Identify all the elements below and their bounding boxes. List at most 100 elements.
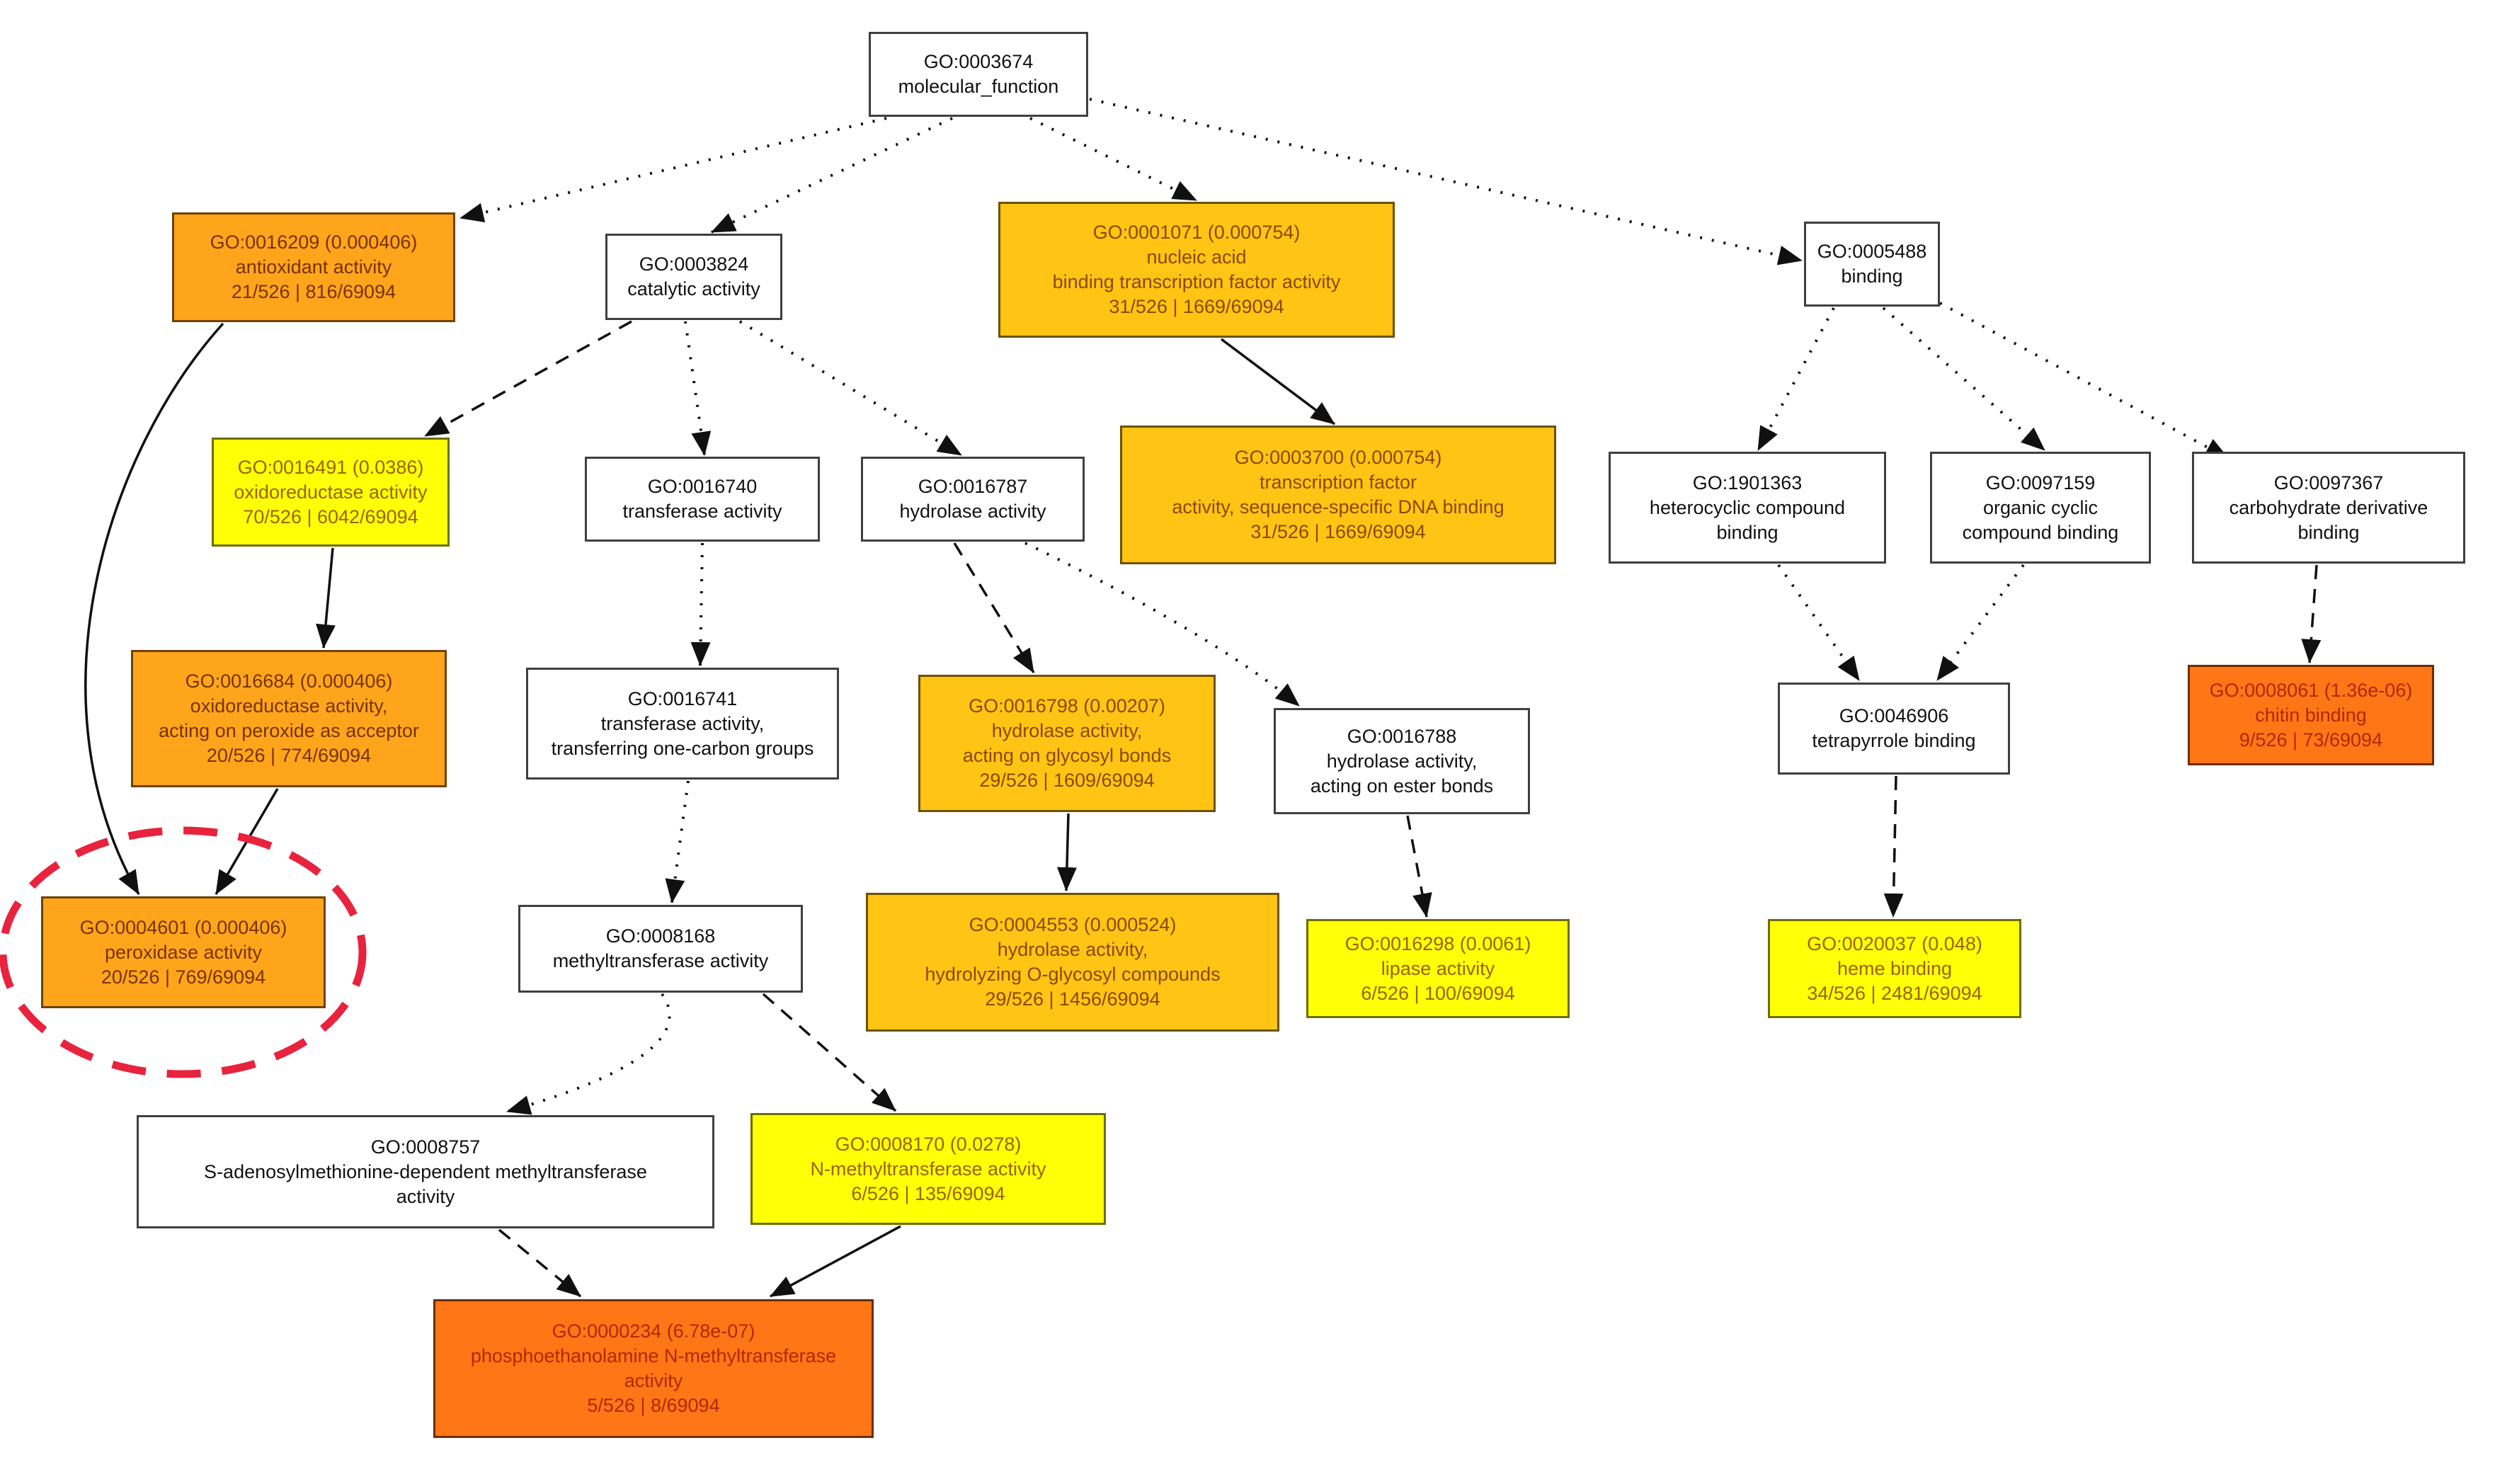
go-term-line: transferase activity [622, 501, 782, 522]
go-term-line: acting on ester bonds [1310, 775, 1494, 797]
go-term-line: GO:0003824 [639, 253, 749, 275]
go-term-line: phosphoethanolamine N-methyltransferase [470, 1345, 837, 1366]
go-term-line: hydrolyzing O-glycosyl compounds [925, 964, 1221, 985]
go-term-line: GO:0097159 [1985, 472, 2096, 493]
go-term-line: GO:0016787 [918, 476, 1028, 497]
go-term-line: peroxidase activity [104, 941, 263, 963]
go-term-line: 9/526 | 73/69094 [2239, 729, 2383, 750]
go-term-line: 5/526 | 8/69094 [587, 1395, 720, 1416]
go-term-line: 20/526 | 769/69094 [101, 966, 266, 988]
go-term-node-go-0008061: GO:0008061 (1.36e-06) chitin binding 9/526… [2188, 665, 2434, 765]
go-term-node-go-0016741: GO:0016741 transferase activity, transferr… [526, 668, 839, 780]
go-term-line: binding [1716, 521, 1779, 543]
go-term-line: transferring one-carbon groups [551, 737, 814, 759]
go-term-node-go-0016298: GO:0016298 (0.0061) lipase activity 6/526 … [1306, 919, 1570, 1018]
go-term-line: oxidoreductase activity [234, 481, 428, 503]
go-term-line: GO:0004553 (0.000524) [969, 914, 1177, 935]
go-term-line: heterocyclic compound [1649, 496, 1846, 518]
go-term-line: 20/526 | 774/69094 [206, 745, 372, 766]
go-term-line: activity, sequence-specific DNA binding [1172, 496, 1505, 518]
go-term-line: GO:0008168 [605, 925, 716, 947]
go-term-line: GO:0000234 (6.78e-07) [552, 1320, 755, 1342]
go-term-node-go-0016684: GO:0016684 (0.000406) oxidoreductase acti… [131, 650, 447, 787]
go-term-node-go-0020037: GO:0020037 (0.048) heme binding 34/526 | 2… [1768, 919, 2021, 1018]
go-term-line: acting on peroxide as acceptor [159, 720, 419, 741]
go-term-node-go-0016787: GO:0016787 hydrolase activity [861, 457, 1085, 542]
go-term-node-go-1901363: GO:1901363 heterocyclic compound binding [1609, 452, 1886, 564]
go-term-line: lipase activity [1381, 957, 1495, 979]
go-term-line: hydrolase activity, [991, 720, 1143, 741]
go-term-line: GO:0016684 (0.000406) [185, 670, 393, 692]
go-term-line: GO:0016798 (0.00207) [969, 695, 1165, 717]
go-term-line: GO:0016491 (0.0386) [237, 456, 424, 478]
go-term-node-go-0016788: GO:0016788 hydrolase activity, acting on e… [1274, 708, 1530, 814]
go-term-line: 31/526 | 1669/69094 [1250, 521, 1426, 542]
go-term-line: oxidoreductase activity, [190, 695, 388, 717]
go-term-line: GO:0008061 (1.36e-06) [2209, 679, 2413, 701]
go-term-line: 6/526 | 135/69094 [851, 1182, 1005, 1204]
go-term-line: GO:0016298 (0.0061) [1344, 932, 1531, 954]
go-term-line: organic cyclic [1982, 496, 2099, 518]
go-term-node-go-0004601: GO:0004601 (0.000406) peroxidase activity… [41, 896, 326, 1008]
go-term-node-go-0016798: GO:0016798 (0.00207) hydrolase activity, a… [918, 675, 1216, 812]
go-term-line: hydrolase activity [899, 501, 1046, 522]
go-term-line: 29/526 | 1609/69094 [979, 770, 1155, 791]
go-term-line: 29/526 | 1456/69094 [985, 988, 1160, 1010]
go-term-line: GO:0016788 [1347, 725, 1457, 747]
go-term-line: binding transcription factor activity [1052, 271, 1341, 292]
go-term-line: tetrapyrrole binding [1812, 730, 1976, 751]
go-term-line: GO:0008757 [370, 1136, 481, 1158]
go-term-line: heme binding [1837, 957, 1953, 979]
go-term-node-go-0001071: GO:0001071 (0.000754) nucleic acid binding… [998, 202, 1395, 338]
go-term-node-go-0097367: GO:0097367 carbohydrate derivative binding [2192, 452, 2465, 564]
go-term-node-go-0000234: GO:0000234 (6.78e-07) phosphoethanolamine… [433, 1299, 874, 1438]
go-term-line: binding [2297, 521, 2360, 543]
go-term-line: nucleic acid [1146, 246, 1247, 268]
go-term-node-go-0046906: GO:0046906 tetrapyrrole binding [1778, 683, 2010, 775]
go-term-node-go-0003824: GO:0003824 catalytic activity [605, 234, 782, 320]
go-term-line: 70/526 | 6042/69094 [243, 506, 418, 527]
go-term-line: molecular_function [898, 76, 1059, 97]
go-term-node-go-0003674: GO:0003674 molecular_function [869, 32, 1088, 117]
go-term-line: GO:0016209 (0.000406) [210, 232, 418, 253]
go-term-line: hydrolase activity, [997, 939, 1148, 960]
go-term-line: carbohydrate derivative [2229, 496, 2428, 518]
go-term-line: GO:0005488 [1817, 241, 1927, 262]
go-term-line: GO:0003700 (0.000754) [1234, 447, 1442, 468]
go-term-line: compound binding [1962, 521, 2119, 543]
go-term-line: antioxidant activity [235, 256, 392, 278]
go-term-line: GO:0004601 (0.000406) [79, 916, 287, 938]
go-term-line: transferase activity, [600, 712, 765, 734]
go-term-line: GO:0016740 [647, 476, 758, 497]
go-term-node-go-0016209: GO:0016209 (0.000406) antioxidant activit… [172, 212, 455, 322]
go-term-line: S-adenosylmethionine-dependent methyltra… [204, 1160, 647, 1182]
go-term-line: N-methyltransferase activity [810, 1158, 1046, 1180]
go-term-line: 34/526 | 2481/69094 [1807, 982, 1982, 1004]
go-term-line: 6/526 | 100/69094 [1361, 982, 1515, 1004]
go-term-node-go-0016740: GO:0016740 transferase activity [585, 457, 820, 542]
go-term-node-go-0097159: GO:0097159 organic cyclic compound binding [1930, 452, 2151, 564]
go-term-line: GO:0001071 (0.000754) [1092, 222, 1301, 243]
go-term-line: GO:0016741 [627, 687, 738, 709]
go-term-line: chitin binding [2255, 704, 2367, 726]
go-term-node-go-0003700: GO:0003700 (0.000754) transcription facto… [1120, 426, 1556, 564]
go-term-line: GO:0097367 [2273, 472, 2384, 493]
go-term-line: GO:1901363 [1692, 472, 1803, 493]
go-term-line: activity [396, 1185, 455, 1207]
go-term-line: GO:0046906 [1839, 705, 1949, 726]
go-term-line: GO:0003674 [923, 51, 1034, 72]
go-term-line: 21/526 | 816/69094 [231, 281, 396, 302]
go-term-line: binding [1841, 266, 1903, 287]
go-term-line: GO:0020037 (0.048) [1807, 932, 1982, 954]
go-term-line: 31/526 | 1669/69094 [1109, 296, 1284, 317]
go-term-line: acting on glycosyl bonds [962, 745, 1172, 766]
go-term-line: activity [624, 1370, 683, 1391]
go-term-node-go-0005488: GO:0005488 binding [1804, 222, 1940, 307]
go-term-line: GO:0008170 (0.0278) [835, 1133, 1022, 1155]
go-term-line: hydrolase activity, [1326, 750, 1478, 772]
go-term-line: transcription factor [1259, 472, 1417, 493]
go-term-line: catalytic activity [627, 278, 760, 299]
